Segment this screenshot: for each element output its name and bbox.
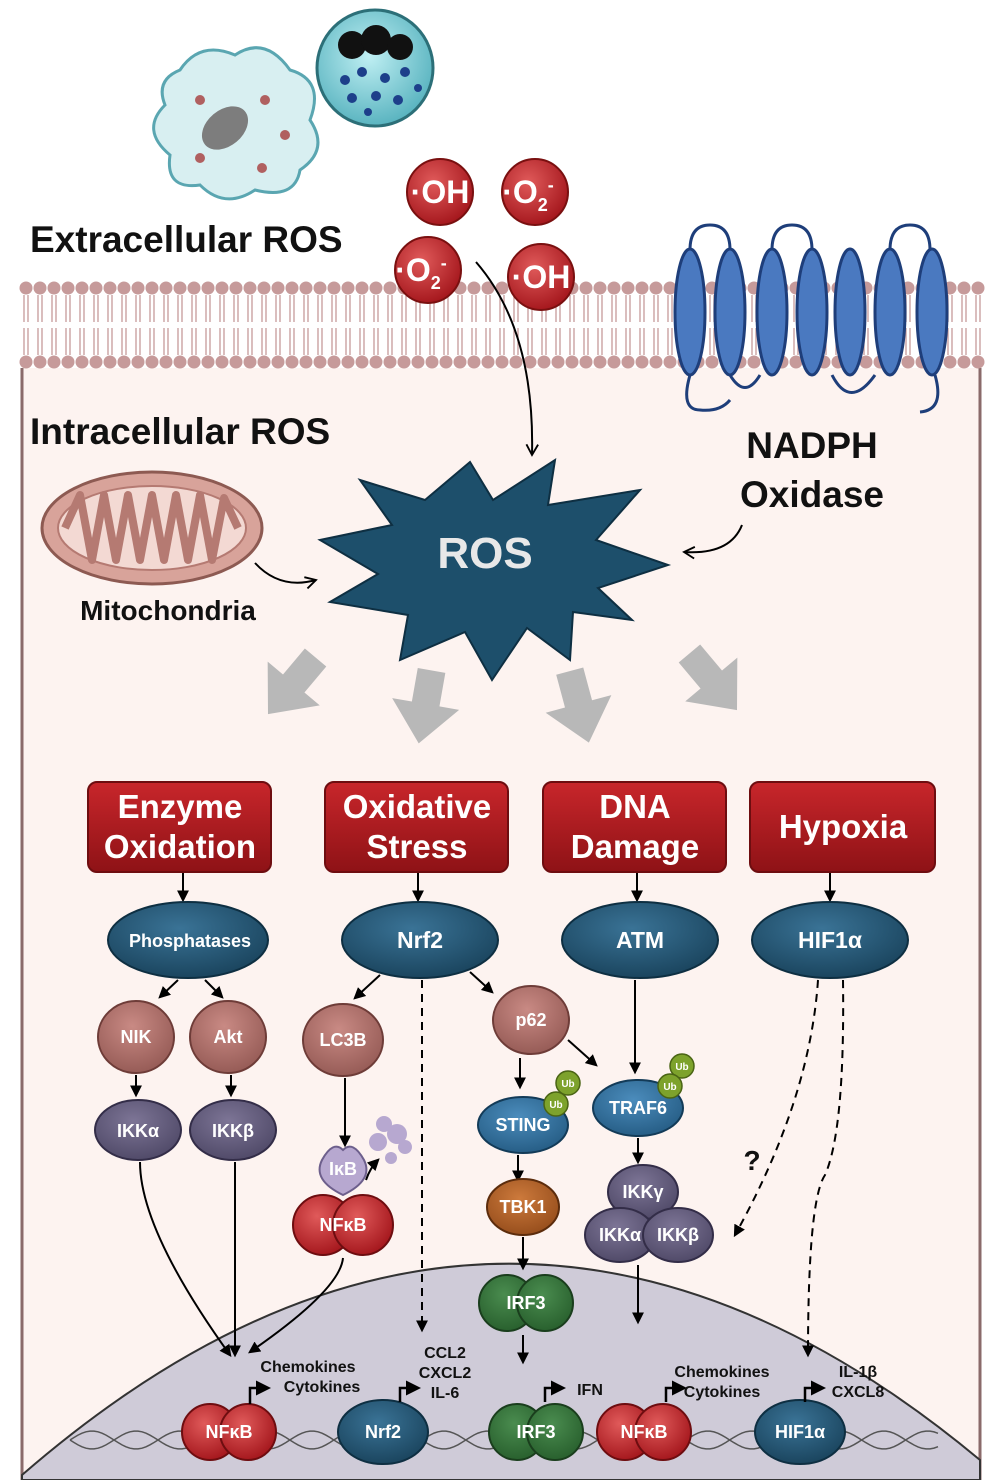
macrophage-icon <box>152 46 320 201</box>
node-ikkb: IKKβ <box>189 1099 277 1161</box>
nfkb-ikb-complex: NFκB IκB <box>292 1145 394 1256</box>
node-nik: NIK <box>97 1000 175 1074</box>
node-p62: p62 <box>492 985 570 1055</box>
arrow-mito-to-ros <box>254 562 318 590</box>
svg-text:Akt: Akt <box>213 1027 242 1047</box>
category-dna-damage: DNA Damage <box>542 781 727 873</box>
svg-text:TRAF6: TRAF6 <box>609 1098 667 1118</box>
superoxide-radical: ·O2- <box>394 236 462 304</box>
svg-text:HIF1α: HIF1α <box>775 1422 825 1442</box>
svg-text:IRF3: IRF3 <box>516 1422 555 1442</box>
svg-text:·O2-: ·O2- <box>395 252 447 293</box>
unknown-link-label: ? <box>743 1145 760 1176</box>
svg-text:Nrf2: Nrf2 <box>397 927 443 953</box>
svg-text:Phosphatases: Phosphatases <box>129 931 251 951</box>
oxidase-label: Oxidase <box>740 474 884 515</box>
mitochondria-icon <box>40 470 264 586</box>
svg-text:HIF1α: HIF1α <box>798 927 862 953</box>
irf3-dimer: IRF3 <box>478 1274 574 1332</box>
svg-text:IKKγ: IKKγ <box>622 1182 663 1202</box>
svg-text:Oxidation: Oxidation <box>104 828 256 865</box>
ubiquitin-traf6: Ub Ub <box>657 1053 695 1099</box>
big-arrows <box>267 644 738 744</box>
svg-text:NFκB: NFκB <box>319 1215 366 1235</box>
node-lc3b: LC3B <box>302 1003 384 1077</box>
output-cxcl8: CXCL8 <box>832 1384 885 1401</box>
nadph-oxidase-icon <box>673 223 949 414</box>
svg-text:NFκB: NFκB <box>620 1422 667 1442</box>
svg-text:LC3B: LC3B <box>319 1030 366 1050</box>
degraded-ikb-fragments <box>369 1116 412 1164</box>
svg-text:p62: p62 <box>515 1010 546 1030</box>
svg-text:NFκB: NFκB <box>205 1422 252 1442</box>
svg-text:Hypoxia: Hypoxia <box>779 808 908 845</box>
ubiquitin-sting: Ub Ub <box>543 1070 581 1117</box>
output-chemokines-1: Chemokines <box>260 1359 355 1376</box>
superoxide-radical: ·O2- <box>501 158 569 226</box>
hydroxyl-radical: ·OH <box>406 158 474 226</box>
svg-text:DNA: DNA <box>599 788 671 825</box>
svg-text:Oxidative: Oxidative <box>343 788 492 825</box>
arrow-nadph-to-ros <box>682 524 743 560</box>
svg-text:Stress: Stress <box>367 828 468 865</box>
node-phosphatases: Phosphatases <box>107 901 269 979</box>
intracellular-ros-label: Intracellular ROS <box>30 411 330 452</box>
arrow-extracellular-to-ros <box>475 261 539 457</box>
nadph-label: NADPH <box>746 425 878 466</box>
nuclear-nrf2: Nrf2 <box>337 1399 429 1465</box>
svg-text:·OH: ·OH <box>411 174 470 210</box>
ros-starburst <box>317 457 672 682</box>
output-cxcl2: CXCL2 <box>419 1365 472 1382</box>
node-tbk1: TBK1 <box>486 1178 560 1236</box>
svg-text:Nrf2: Nrf2 <box>365 1422 401 1442</box>
svg-text:IKKβ: IKKβ <box>212 1121 254 1141</box>
svg-text:STING: STING <box>495 1115 550 1135</box>
svg-text:Ub: Ub <box>663 1082 676 1093</box>
svg-text:IKKα: IKKα <box>117 1121 159 1141</box>
svg-text:TBK1: TBK1 <box>499 1197 546 1217</box>
ikk-complex: IKKγ IKKα IKKβ <box>584 1164 714 1263</box>
nuclear-irf3: IRF3 <box>488 1403 584 1461</box>
svg-text:Ub: Ub <box>561 1079 574 1090</box>
svg-text:IκB: IκB <box>329 1159 357 1179</box>
output-il6: IL-6 <box>431 1385 460 1402</box>
mitochondria-label: Mitochondria <box>80 595 256 626</box>
svg-text:Ub: Ub <box>675 1062 688 1073</box>
node-hif1a: HIF1α <box>751 901 909 979</box>
svg-text:IRF3: IRF3 <box>506 1293 545 1313</box>
nuclear-nfkb-1: NFκB <box>181 1403 277 1461</box>
category-enzyme-oxidation: Enzyme Oxidation <box>87 781 272 873</box>
category-hypoxia: Hypoxia <box>749 781 936 873</box>
svg-text:IKKα: IKKα <box>599 1225 641 1245</box>
node-atm: ATM <box>561 901 719 979</box>
output-chemokines-2: Chemokines <box>674 1364 769 1381</box>
output-ccl2: CCL2 <box>424 1345 466 1362</box>
output-il1b: IL-1β <box>839 1364 877 1381</box>
node-nrf2: Nrf2 <box>341 901 499 979</box>
svg-text:ATM: ATM <box>616 927 664 953</box>
svg-text:Enzyme: Enzyme <box>118 788 243 825</box>
svg-text:NIK: NIK <box>121 1027 152 1047</box>
output-ifn: IFN <box>577 1382 603 1399</box>
svg-text:IKKβ: IKKβ <box>657 1225 699 1245</box>
node-ikka: IKKα <box>94 1099 182 1161</box>
output-cytokines-2: Cytokines <box>684 1384 761 1401</box>
extracellular-ros-label: Extracellular ROS <box>30 219 343 260</box>
svg-text:·OH: ·OH <box>512 259 571 295</box>
hydroxyl-radical: ·OH <box>507 243 575 311</box>
svg-text:Ub: Ub <box>549 1100 562 1111</box>
ros-label: ROS <box>437 529 532 578</box>
node-akt: Akt <box>189 1000 267 1074</box>
neutrophil-icon <box>315 8 435 128</box>
output-cytokines-1: Cytokines <box>284 1379 361 1396</box>
svg-text:Damage: Damage <box>571 828 699 865</box>
category-oxidative-stress: Oxidative Stress <box>324 781 509 873</box>
nuclear-nfkb-2: NFκB <box>596 1403 692 1461</box>
svg-text:·O2-: ·O2- <box>502 174 554 215</box>
nuclear-hif1a: HIF1α <box>754 1399 846 1465</box>
